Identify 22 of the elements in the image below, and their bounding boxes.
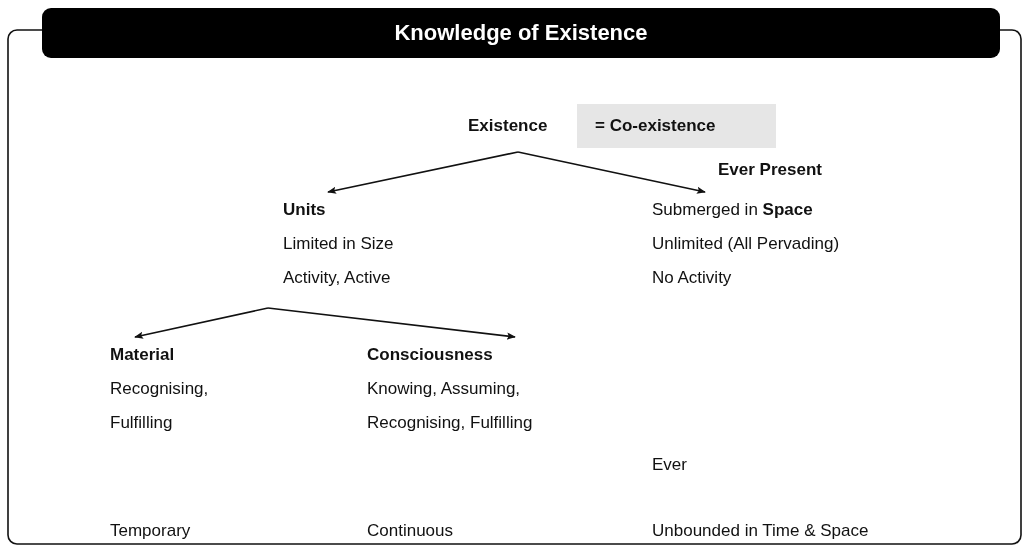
heading: Material	[110, 344, 176, 366]
arrow	[517, 151, 706, 194]
heading: Consciousness	[367, 344, 494, 366]
arrow	[267, 307, 516, 340]
title-band: Knowledge of Existence	[42, 8, 1000, 58]
arrow	[134, 307, 269, 339]
text-label: Ever Present	[718, 159, 822, 181]
text-line: Recognising, Fulfilling	[110, 378, 210, 434]
text-line: Unlimited (All Pervading)	[652, 233, 841, 255]
text-label: Unbounded in Time & Space	[652, 520, 869, 542]
arrow	[327, 151, 519, 194]
highlight-box: = Co-existence	[577, 104, 776, 148]
text-label: Temporary	[110, 520, 191, 542]
text-label: Ever	[652, 454, 687, 476]
node-label: Existence	[468, 115, 549, 137]
text-line: Submerged in Space	[652, 199, 814, 221]
heading: Units	[283, 199, 327, 221]
text-line: Activity, Active	[283, 267, 392, 289]
text-line: No Activity	[652, 267, 733, 289]
text-label: Continuous	[367, 520, 453, 542]
text-line: Limited in Size	[283, 233, 395, 255]
text-line: Knowing, Assuming, Recognising, Fulfilling	[367, 378, 534, 434]
